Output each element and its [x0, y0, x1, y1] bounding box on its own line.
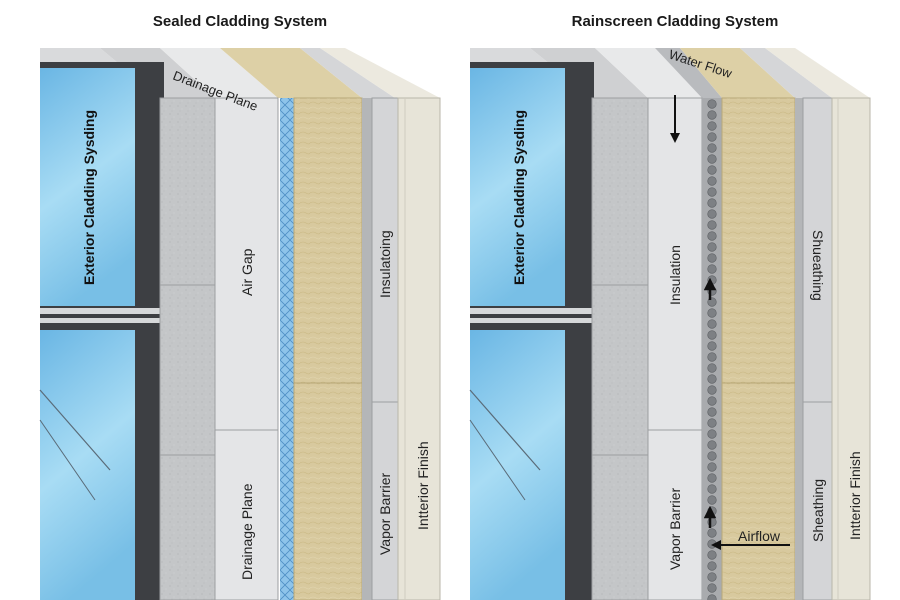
sealed-label-air-gap: Air Gap: [239, 248, 255, 296]
dimple-dot: [707, 275, 717, 285]
dimple-dot: [707, 396, 717, 406]
dimple-dot: [707, 143, 717, 153]
rain-glass-reflection-2: [469, 419, 526, 501]
sealed-label-cladding: Exterior Cladding Sysding: [81, 110, 97, 285]
sealed-top-face-barrier: [300, 48, 395, 98]
rain-label-barrier: Vapor Barrier: [667, 487, 683, 570]
rain-label-sheathing-lower: Sheathing: [810, 479, 826, 542]
sealed-label-drainage: Drainage Plane: [239, 483, 255, 580]
dimple-dot: [707, 264, 717, 274]
rain-label-airflow: Airflow: [738, 528, 781, 544]
sealed-insulation-layer: [293, 97, 363, 600]
dimple-dot: [707, 440, 717, 450]
dimple-dot: [707, 242, 717, 252]
dimple-dot: [707, 176, 717, 186]
sealed-window-sill: [40, 308, 164, 314]
sealed-concrete-layer: [159, 97, 216, 600]
sealed-air-gap-layer: [214, 97, 279, 600]
dimple-dot: [707, 187, 717, 197]
dimple-dot: [707, 462, 717, 472]
dimple-dot: [707, 352, 717, 362]
dimple-dot: [707, 198, 717, 208]
sealed-section: Drainage Plane Exterior Cladding Sysding…: [39, 48, 441, 600]
dimple-dot: [707, 319, 717, 329]
sealed-top-face-finish: [320, 48, 440, 98]
dimple-dot: [707, 495, 717, 505]
sealed-vapor-barrier-layer: [371, 97, 399, 600]
dimple-dot: [707, 418, 717, 428]
dimple-dot: [707, 583, 717, 593]
dimple-dot: [707, 99, 717, 109]
dimple-dot: [707, 451, 717, 461]
dimple-dot: [707, 528, 717, 538]
rain-top-face-panel: [595, 48, 702, 98]
dimple-dot: [707, 132, 717, 142]
dimple-dot: [707, 572, 717, 582]
rainscreen-panel-title: Rainscreen Cladding System: [571, 13, 779, 30]
rain-window-glass-upper: [470, 68, 565, 306]
dimple-dot: [707, 539, 717, 549]
rain-concrete-layer: [591, 97, 649, 600]
dimple-dot: [707, 341, 717, 351]
dimple-dot: [707, 484, 717, 494]
dimple-dot: [707, 473, 717, 483]
dimple-dot: [707, 330, 717, 340]
rain-top-face-finish: [765, 48, 870, 98]
dimple-dot: [707, 165, 717, 175]
rain-label-insulation: Insulation: [667, 245, 683, 305]
dimple-dot: [707, 231, 717, 241]
sealed-top-face-insulation: [220, 48, 362, 98]
dimple-dot: [707, 110, 717, 120]
dimple-dot: [707, 253, 717, 263]
rain-top-face-sheathing: [740, 48, 832, 98]
rain-window-sill-2: [470, 318, 594, 323]
sealed-label-barrier: Vapor Barrier: [377, 472, 393, 555]
sealed-glass-reflection-2: [39, 419, 96, 501]
rain-window-glass-lower: [470, 330, 565, 600]
dimple-dot: [707, 429, 717, 439]
rain-sheathing-strip: [795, 98, 803, 600]
dimple-dot: [707, 594, 717, 600]
rain-window-sill: [470, 308, 594, 314]
dimple-dot: [707, 550, 717, 560]
sealed-window-glass-lower: [40, 330, 135, 600]
sealed-glass-reflection: [39, 389, 111, 471]
dimple-dot: [707, 308, 717, 318]
sealed-label-insulation: Insulatoing: [377, 230, 393, 298]
rain-glass-reflection: [469, 389, 541, 471]
dimple-dot: [707, 220, 717, 230]
dimple-dot: [707, 385, 717, 395]
rain-dimple-dots: [707, 99, 717, 600]
sealed-label-finish: Intterior Finish: [415, 441, 431, 530]
dimple-dot: [707, 363, 717, 373]
rain-label-sheathing-upper: Shueathing: [810, 230, 826, 301]
sealed-window-glass-upper: [40, 68, 135, 306]
sealed-window-sill-2: [40, 318, 164, 323]
rain-top-face-insulation: [680, 48, 795, 98]
sealed-barrier-strip: [362, 98, 372, 600]
dimple-dot: [707, 374, 717, 384]
rain-label-finish: Intterior Finish: [847, 451, 863, 540]
rain-label-cladding: Exterior Cladding Sysding: [511, 110, 527, 285]
dimple-dot: [707, 407, 717, 417]
sealed-interior-finish-layer: [397, 97, 441, 600]
rain-interior-finish-layer: [831, 97, 871, 600]
rain-insulation-layer: [721, 97, 796, 600]
sealed-drainage-membrane: [280, 98, 294, 600]
rain-panel-layer: [647, 97, 703, 600]
rainscreen-section: Water Flow Exterior Cladding Sysding Ins…: [469, 47, 871, 600]
dimple-dot: [707, 121, 717, 131]
dimple-dot: [707, 209, 717, 219]
dimple-dot: [707, 154, 717, 164]
sealed-panel-title: Sealed Cladding System: [152, 13, 328, 30]
rain-top-face-dimple: [655, 48, 722, 98]
rain-sheathing-layer: [802, 97, 833, 600]
sealed-top-face-gap: [160, 48, 278, 98]
dimple-dot: [707, 561, 717, 571]
